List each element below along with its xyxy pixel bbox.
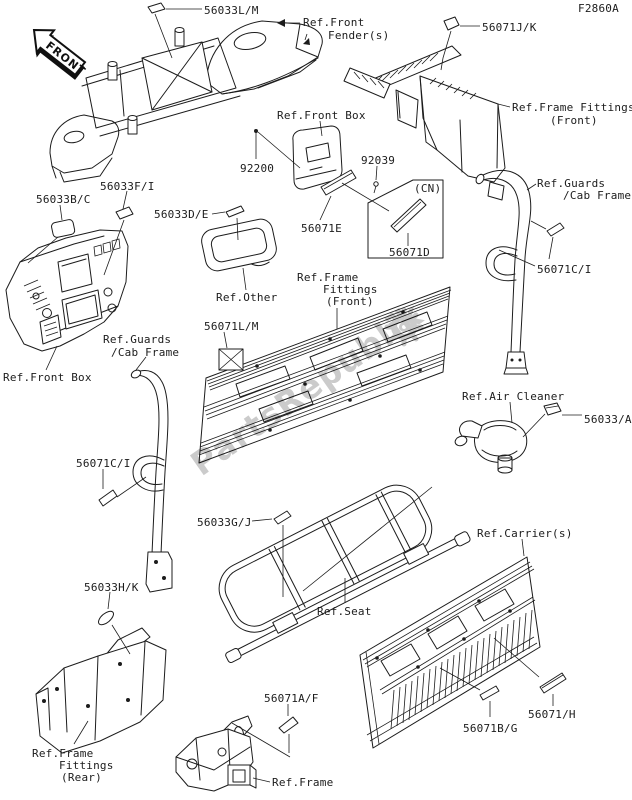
label-part-56033fi: [115, 206, 134, 220]
ref-frame-fittings-mid-line2: Fittings: [323, 283, 378, 296]
air-cleaner-drawing: [454, 401, 582, 474]
frame-fitting-panel-drawing: [198, 286, 452, 464]
label-part-56071lm: [218, 348, 244, 371]
ref-front-fender-line2: Fender(s): [328, 29, 389, 42]
ref-guards-left-line2: /Cab Frame: [111, 346, 179, 359]
part-label-56033gj: 56033G/J: [197, 516, 252, 529]
ref-frame-fittings-mid-line1: Ref.Frame: [297, 271, 358, 284]
label-part-56033bc: [51, 219, 76, 238]
label-part-56071h: [539, 672, 567, 694]
part-label-56033lm: 56033L/M: [204, 4, 259, 17]
part-label-92200: 92200: [240, 162, 274, 175]
ref-seat: Ref.Seat: [317, 605, 372, 618]
ref-frame-fittings-rear-line2: Fittings: [59, 759, 114, 772]
other-pad-drawing: [201, 205, 277, 291]
label-part-56071jk: [443, 16, 460, 31]
part-label-92039: 92039: [361, 154, 395, 167]
label-part-56033de: [225, 205, 245, 218]
frame-fitting-front-drawing: [343, 16, 511, 201]
cn-variant-box: [367, 179, 444, 259]
label-part-56071ci-right: [546, 222, 565, 237]
carrier-panel-drawing: [359, 538, 567, 749]
cab-frame-guard-left-drawing: [98, 356, 173, 593]
page-code: F2860A: [578, 2, 619, 15]
ref-frame-fittings-rear-line3: (Rear): [61, 771, 102, 784]
ref-frame-fittings-front-top-line1: Ref.Frame Fittings: [512, 101, 632, 114]
part-label-56033bc: 56033B/C: [36, 193, 91, 206]
label-part-56033hk: [98, 610, 114, 626]
label-part-56033lm: [147, 2, 166, 14]
part-label-56033fi: 56033F/I: [100, 180, 155, 193]
ref-frame-fittings-front-top-line2: (Front): [550, 114, 598, 127]
label-part-56071d: [390, 198, 427, 233]
cn-marker: (CN): [414, 182, 441, 195]
ref-guards-left-line1: Ref.Guards: [103, 333, 171, 346]
part-label-56071jk: 56071J/K: [482, 21, 537, 34]
ref-front-fender-line1: Ref.Front: [303, 16, 364, 29]
front-fender-drawing: [49, 2, 323, 183]
gear-icon: [384, 307, 424, 347]
label-part-56071e: [320, 169, 357, 196]
part-label-56071bg: 56071B/G: [463, 722, 518, 735]
part-label-56071lm: 56071L/M: [204, 320, 259, 333]
part-label-56071h: 56071/H: [528, 708, 576, 721]
ref-front-box-left: Ref.Front Box: [3, 371, 92, 384]
ref-front-box-top: Ref.Front Box: [277, 109, 366, 122]
label-part-56033a: [543, 402, 562, 416]
ref-guards-right-line1: Ref.Guards: [537, 177, 605, 190]
front-arrow-icon: FRONT: [32, 28, 88, 80]
part-label-56071ci-left: 56071C/I: [76, 457, 131, 470]
part-label-56033a: 56033/A: [584, 413, 632, 426]
ref-carrier: Ref.Carrier(s): [477, 527, 573, 540]
ref-other: Ref.Other: [216, 291, 278, 304]
part-label-56071e: 56071E: [301, 222, 342, 235]
part-label-56033de: 56033D/E: [154, 208, 209, 221]
part-label-56033hk: 56033H/K: [84, 581, 139, 594]
ref-guards-right-line2: /Cab Frame: [563, 189, 631, 202]
ref-air-cleaner: Ref.Air Cleaner: [462, 390, 565, 403]
text-labels: F2860A 56033L/M Ref.Front Fender(s) 5607…: [3, 2, 632, 789]
part-label-56071ci-right: 56071C/I: [537, 263, 592, 276]
ref-frame-fittings-rear-line1: Ref.Frame: [32, 747, 93, 760]
cab-frame-guard-right-drawing: [475, 170, 565, 375]
label-part-56071ci-left: [98, 489, 118, 507]
ref-frame-fittings-mid-line3: (Front): [326, 295, 374, 308]
label-part-56071bg: [479, 685, 500, 701]
ref-frame: Ref.Frame: [272, 776, 333, 789]
front-box-dashboard-drawing: [5, 190, 134, 371]
label-part-56033gj: [273, 510, 292, 525]
frame-bracket-drawing: [175, 704, 299, 792]
front-box-door-drawing: [254, 120, 390, 221]
seat-rack-drawing: [218, 484, 471, 664]
part-label-56071af: 56071A/F: [264, 692, 319, 705]
part-label-56071d: 56071D: [389, 246, 430, 259]
frame-fitting-rear-drawing: [35, 591, 167, 754]
label-part-56071af: [278, 716, 299, 734]
